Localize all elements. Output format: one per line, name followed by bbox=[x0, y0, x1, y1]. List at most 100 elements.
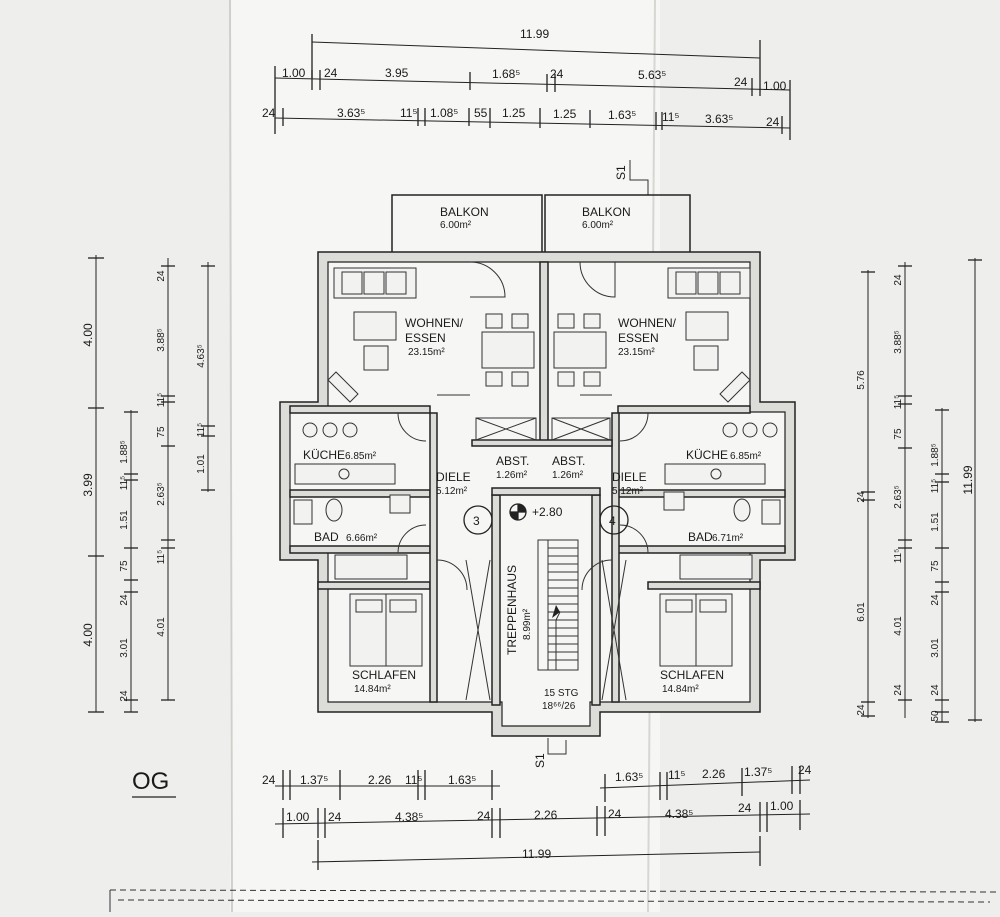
treppenhaus-label: TREPPENHAUS bbox=[505, 565, 519, 655]
left-dim-2: 3.99 bbox=[81, 473, 95, 497]
left-mid-dim-2: 11⁵ bbox=[119, 476, 130, 491]
bad-right-area: 6.71m² bbox=[712, 533, 744, 544]
right-mid-dim-7: 24 bbox=[930, 684, 941, 696]
right-mid-dim-2: 11⁵ bbox=[930, 479, 941, 494]
right-inner-dim-4: 75 bbox=[893, 428, 904, 440]
left-mid-dim-3: 1.51 bbox=[119, 510, 130, 530]
abstell-cross-lines bbox=[465, 417, 627, 701]
top-dim-5: 24 bbox=[550, 67, 564, 81]
kueche-right-area: 6.85m² bbox=[730, 451, 762, 462]
section-marker-label-top: S1 bbox=[614, 165, 628, 180]
top2-dim-1: 24 bbox=[262, 106, 276, 120]
left-dim-1: 4.00 bbox=[81, 323, 95, 347]
wohnen-left-label: WOHNEN/ bbox=[405, 316, 464, 330]
bottom2-dim-4: 24 bbox=[477, 809, 491, 823]
bottom2-dim-1: 1.00 bbox=[286, 810, 310, 824]
left-inner-dim-6: 11⁵ bbox=[156, 550, 167, 565]
schlafen-left-area: 14.84m² bbox=[354, 684, 391, 695]
abst-right-area: 1.26m² bbox=[552, 470, 584, 481]
balkon-left-label: BALKON bbox=[440, 205, 489, 219]
right-inner-dim-3: 11⁵ bbox=[893, 395, 904, 410]
right-mid-dim-4: 75 bbox=[930, 560, 941, 572]
left-inner-dim-2: 3.88⁵ bbox=[156, 328, 167, 352]
abst-right-label: ABST. bbox=[552, 454, 585, 468]
bottom1-dim-5: 1.63⁵ bbox=[448, 773, 476, 787]
bottom-total-dim: 11.99 bbox=[522, 847, 551, 861]
right-total-dim: 11.99 bbox=[961, 465, 975, 494]
unit-markers: 3 4 bbox=[463, 505, 629, 535]
bottom1-dim-9: 1.37⁵ bbox=[744, 765, 772, 779]
section-marker-top: S1 bbox=[614, 160, 649, 195]
top2-dim-2: 3.63⁵ bbox=[337, 106, 365, 120]
stair-level-text: +2.80 bbox=[532, 505, 563, 519]
top-dim-2: 24 bbox=[324, 66, 338, 80]
top2-dim-9: 11⁵ bbox=[662, 110, 679, 124]
left-mid-dim-7: 24 bbox=[119, 690, 130, 702]
right-inner-dim-8: 24 bbox=[893, 684, 904, 696]
right-outer-dim-1: 5.76 bbox=[856, 370, 867, 390]
right-inner-dim-2: 3.88⁵ bbox=[893, 330, 904, 354]
bottom1-dim-7: 11⁵ bbox=[668, 768, 685, 782]
bad-left-area: 6.66m² bbox=[346, 533, 378, 544]
top-dimension-chain: 11.99 1.00 24 3.95 1.68⁵ 24 5.63⁵ 24 1.0… bbox=[262, 27, 791, 140]
bottom1-dim-3: 2.26 bbox=[368, 773, 392, 787]
top-dim-3: 3.95 bbox=[385, 66, 409, 80]
schlafen-left-label: SCHLAFEN bbox=[352, 668, 416, 682]
section-marker-label-bottom: S1 bbox=[533, 753, 547, 768]
bottom1-dim-1: 24 bbox=[262, 773, 276, 787]
top2-dim-11: 24 bbox=[766, 115, 780, 129]
bottom1-dim-2: 1.37⁵ bbox=[300, 773, 328, 787]
right-inner-dim-1: 24 bbox=[893, 274, 904, 286]
left-inner-dim-4: 75 bbox=[156, 426, 167, 438]
top-dim-6: 5.63⁵ bbox=[638, 68, 666, 82]
bottom1-dim-4: 11⁵ bbox=[405, 773, 422, 787]
wohnen-right-label: WOHNEN/ bbox=[618, 316, 677, 330]
balkon-left-area: 6.00m² bbox=[440, 220, 472, 231]
wohnen-left-label-2: ESSEN bbox=[405, 331, 446, 345]
schlafen-right-label: SCHLAFEN bbox=[660, 668, 724, 682]
diele-left-area: 5.12m² bbox=[436, 486, 468, 497]
left-mid-dim-4: 75 bbox=[119, 560, 130, 572]
bottom-dimension-chain: 24 1.37⁵ 2.26 11⁵ 1.63⁵ 1.63⁵ 11⁵ 2.26 1… bbox=[262, 763, 812, 870]
top2-dim-3: 11⁵ bbox=[400, 106, 417, 120]
top2-dim-4: 1.08⁵ bbox=[430, 106, 458, 120]
diele-right-label: DIELE bbox=[612, 470, 647, 484]
kueche-left-label: KÜCHE bbox=[303, 448, 345, 462]
bottom2-dim-5: 2.26 bbox=[534, 808, 558, 822]
stairs: +2.80 15 STG 18⁶⁶/26 bbox=[509, 503, 579, 712]
right-inner-dim-5: 2.63⁵ bbox=[893, 485, 904, 509]
room-labels: WOHNEN/ ESSEN 23.15m² WOHNEN/ ESSEN 23.1… bbox=[303, 316, 762, 695]
left-dim-3: 4.00 bbox=[81, 623, 95, 647]
wohnen-right-area: 23.15m² bbox=[618, 347, 655, 358]
left-far-dim-1: 4.63⁵ bbox=[196, 344, 207, 368]
right-outer-dim-2: 24 bbox=[856, 491, 867, 503]
furniture-right bbox=[553, 267, 781, 667]
right-inner-dim-6: 11⁵ bbox=[893, 549, 904, 564]
treppenhaus-area: 8.99m² bbox=[522, 608, 533, 640]
top-total-dim: 11.99 bbox=[520, 27, 549, 41]
left-dimension-chain: 4.00 3.99 4.00 1.88⁵ 11⁵ 1.51 75 24 3.01… bbox=[81, 255, 215, 713]
bad-right-label: BAD bbox=[688, 530, 713, 544]
furniture-left bbox=[293, 267, 535, 667]
right-dimension-chain: 11.99 5.76 24 6.01 24 24 3.88⁵ 11⁵ 75 2.… bbox=[856, 258, 982, 723]
paper-fold-left bbox=[229, 0, 233, 913]
stairs-ratio: 18⁶⁶/26 bbox=[542, 701, 576, 712]
right-mid-dim-1: 1.88⁵ bbox=[930, 443, 941, 467]
right-outer-dim-3: 6.01 bbox=[856, 602, 867, 622]
diele-left-label: DIELE bbox=[436, 470, 471, 484]
section-marker-bottom: S1 bbox=[533, 738, 567, 768]
bad-left-label: BAD bbox=[314, 530, 339, 544]
bottom1-dim-10: 24 bbox=[798, 763, 812, 777]
kueche-right-label: KÜCHE bbox=[686, 448, 728, 462]
bottom1-dim-6: 1.63⁵ bbox=[615, 770, 643, 784]
wohnen-right-label-2: ESSEN bbox=[618, 331, 659, 345]
top2-dim-7: 1.25 bbox=[553, 107, 577, 121]
bottom2-dim-3: 4.38⁵ bbox=[395, 810, 423, 824]
diele-right-area: 5.12m² bbox=[612, 486, 644, 497]
unit-number-3: 3 bbox=[473, 514, 480, 528]
bottom2-dim-6: 24 bbox=[608, 807, 622, 821]
top2-dim-6: 1.25 bbox=[502, 106, 526, 120]
stairs-note: 15 STG bbox=[544, 688, 579, 699]
right-inner-dim-7: 4.01 bbox=[893, 616, 904, 636]
